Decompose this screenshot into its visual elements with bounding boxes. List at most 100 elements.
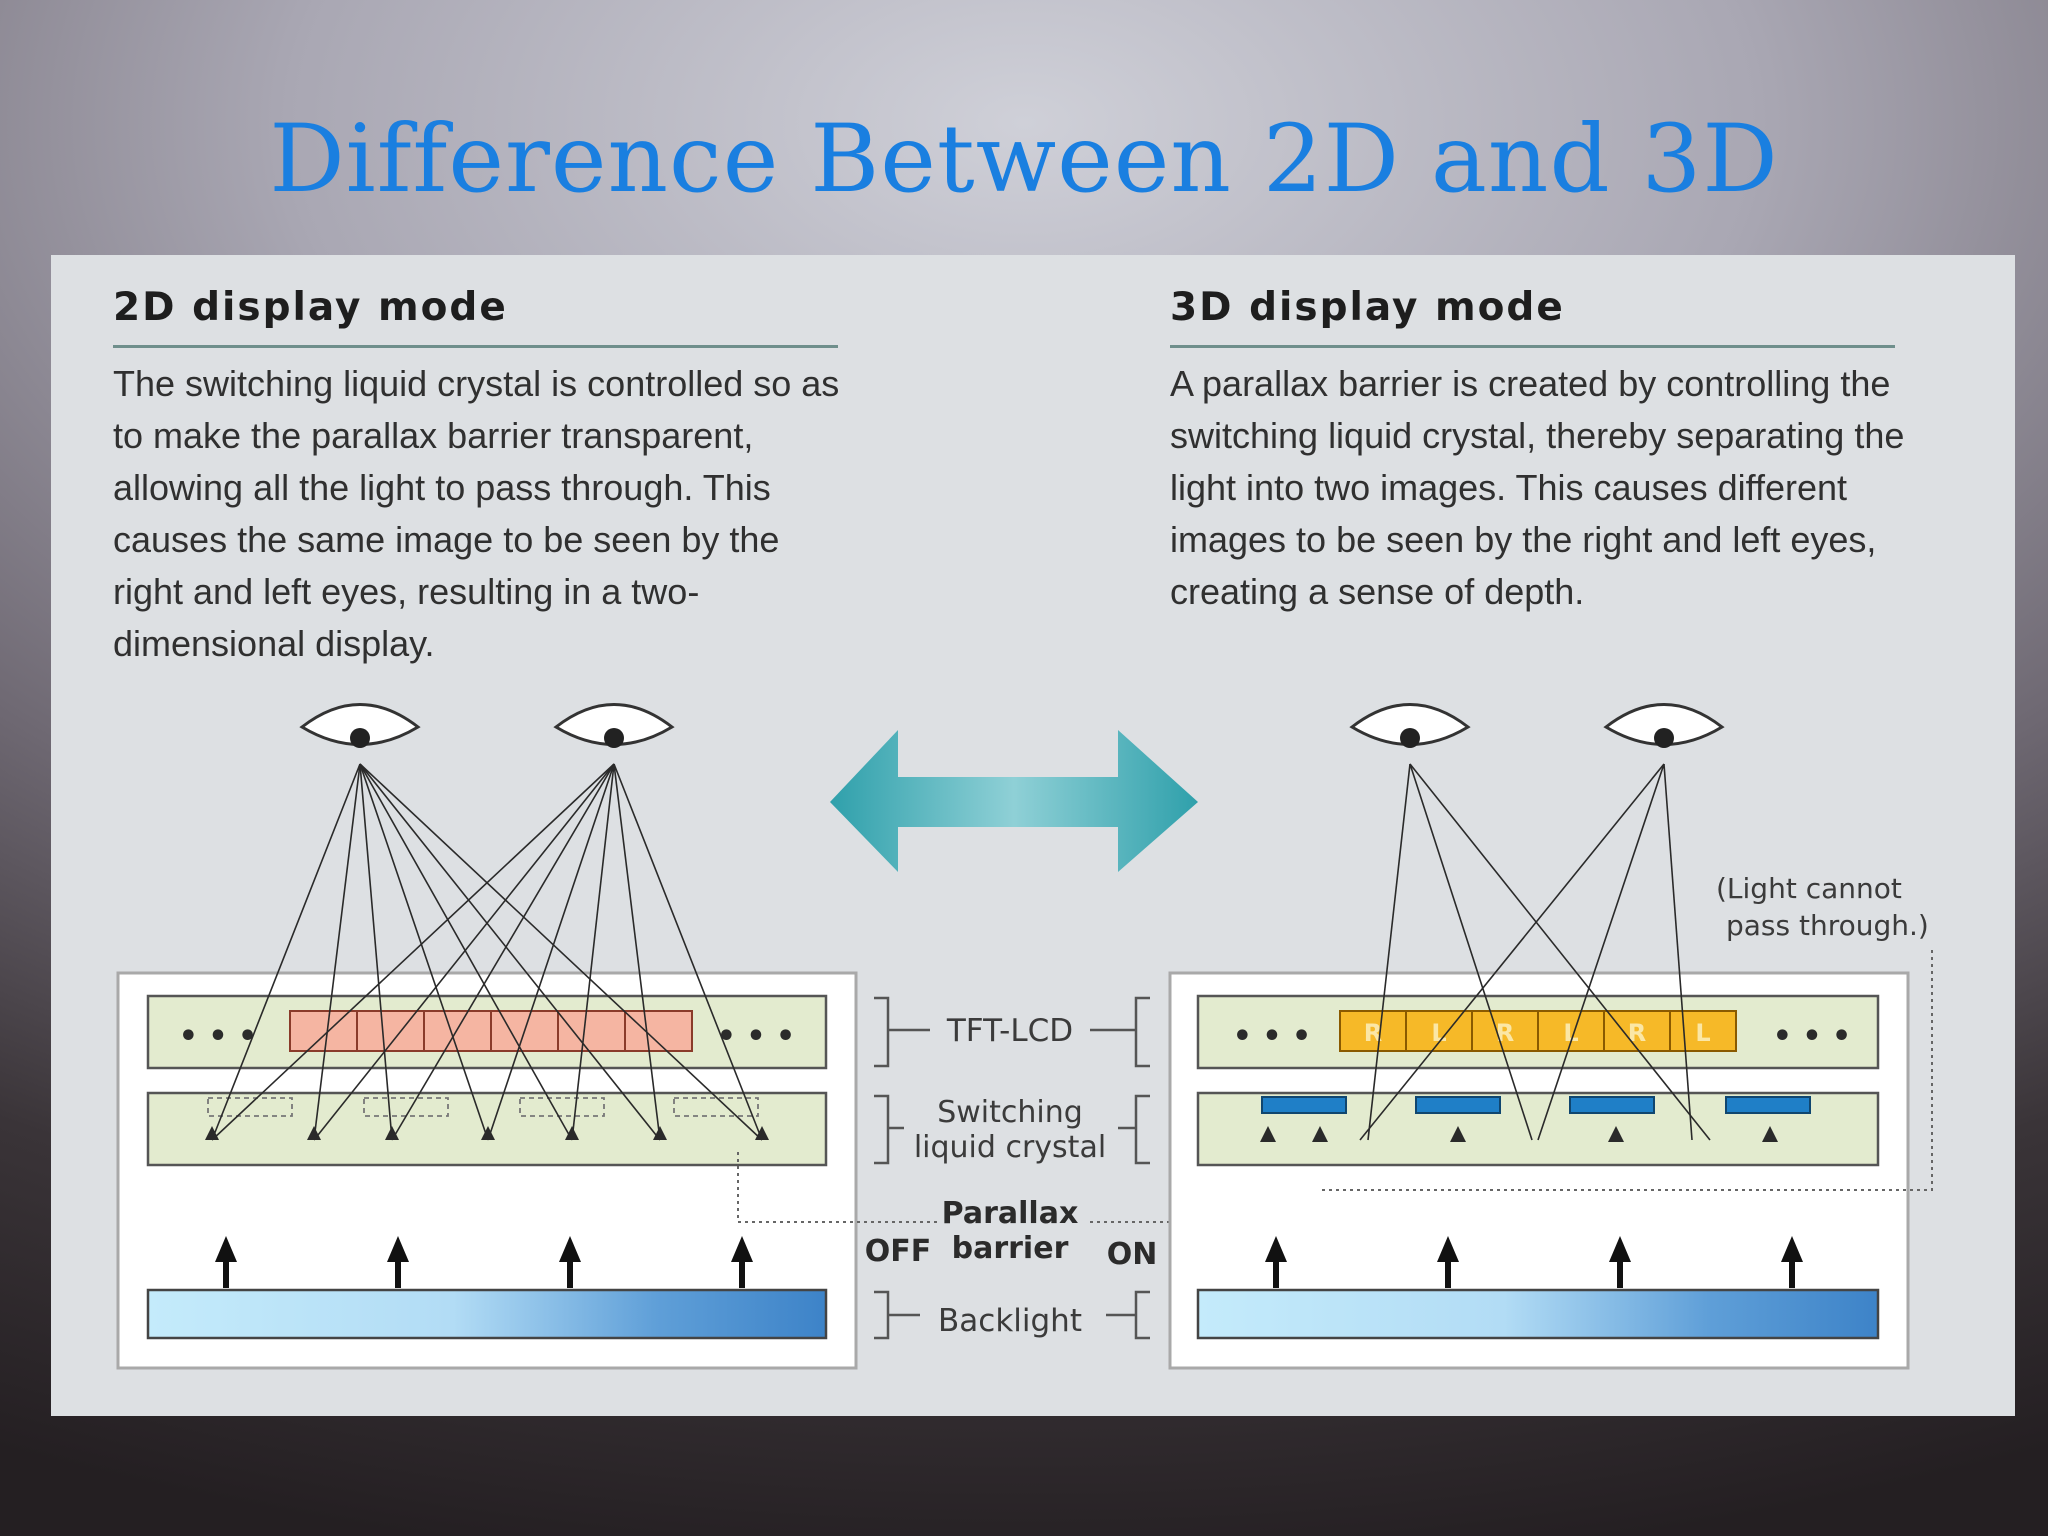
ray-arrow-icon (481, 1126, 495, 1140)
right-light-arrows (1265, 1236, 1803, 1288)
pixel-cell (1669, 1010, 1737, 1052)
tft-lcd-label: TFT-LCD (946, 1013, 1073, 1049)
light-ray (1409, 763, 1711, 1141)
switching-bracket-right (1118, 1094, 1150, 1165)
right-ellipsis-end: • • • (1773, 1019, 1851, 1054)
backlight-bracket-left (874, 1290, 920, 1340)
right-barrier-on-bars (1261, 1096, 1811, 1114)
right-light-rays (1260, 763, 1778, 1142)
left-mode-heading: 2D display mode (113, 285, 508, 330)
right-backlight (1196, 1288, 1880, 1340)
pixel-cell (1339, 1010, 1407, 1052)
light-ray (359, 763, 489, 1141)
right-ellipsis-start: • • • (1233, 1019, 1311, 1054)
light-ray (1663, 763, 1693, 1141)
light-ray (613, 763, 661, 1141)
pixel-cell (423, 1010, 492, 1052)
ray-arrow-icon (205, 1126, 219, 1140)
backlight-label: Backlight (938, 1303, 1082, 1339)
light-ray (1409, 763, 1533, 1141)
eye-icon (299, 703, 421, 746)
pixel-cell (557, 1010, 626, 1052)
double-arrow-icon (830, 730, 1198, 872)
right-mode-heading: 3D display mode (1170, 285, 1565, 330)
light-arrow-head-icon (215, 1236, 237, 1262)
light-ray (211, 763, 361, 1141)
left-light-arrows (215, 1236, 753, 1288)
slide-title: Difference Between 2D and 3D (269, 105, 1779, 214)
eye-icon (1349, 703, 1471, 746)
barrier-bar (1261, 1096, 1347, 1114)
light-arrow-head-icon (559, 1236, 581, 1262)
ray-arrow-icon (1762, 1126, 1778, 1142)
center-labels: TFT-LCD Switching liquid crystal Paralla… (737, 730, 1269, 1340)
barrier-bar (1415, 1096, 1501, 1114)
pixel-cell (624, 1010, 693, 1052)
barrier-off-label: OFF (865, 1234, 932, 1269)
barrier-bar (1725, 1096, 1811, 1114)
pixel-cell (289, 1010, 358, 1052)
ray-arrow-icon (1450, 1126, 1466, 1142)
switching-label-line2: liquid crystal (914, 1130, 1106, 1165)
ray-arrow-icon (1260, 1126, 1276, 1142)
light-ray (1367, 763, 1411, 1141)
right-eye-1 (1349, 703, 1471, 748)
switching-bracket-left (874, 1094, 904, 1165)
light-ray (359, 763, 661, 1141)
pixel-letter: L (1695, 1019, 1710, 1047)
barrier-outline (207, 1097, 293, 1117)
light-ray (613, 763, 763, 1141)
left-ellipsis-end: • • • (717, 1019, 795, 1054)
light-ray (211, 763, 615, 1141)
right-heading-rule (1170, 345, 1895, 348)
pixel-cell (1537, 1010, 1605, 1052)
ray-arrow-icon (385, 1126, 399, 1140)
pixel-letter: L (1563, 1019, 1578, 1047)
light-ray (571, 763, 615, 1141)
left-diagram: • • • • • • (116, 703, 858, 1370)
light-ray (359, 763, 573, 1141)
left-backlight (146, 1288, 828, 1340)
left-eye-2 (553, 703, 675, 748)
blocked-light-leader (1322, 948, 1933, 1191)
barrier-outline (673, 1097, 759, 1117)
eye-icon (1603, 703, 1725, 746)
light-arrow-head-icon (1437, 1236, 1459, 1262)
pupil-icon (1400, 728, 1420, 748)
left-eye-1 (299, 703, 421, 748)
ray-arrow-icon (565, 1126, 579, 1140)
pupil-icon (1654, 728, 1674, 748)
barrier-on-label: ON (1107, 1237, 1158, 1272)
light-arrow-head-icon (1265, 1236, 1287, 1262)
ray-arrow-icon (755, 1126, 769, 1140)
eye-icon (553, 703, 675, 746)
light-ray (313, 763, 361, 1141)
barrier-outline (519, 1097, 605, 1117)
light-ray (1537, 763, 1665, 1141)
switching-label-line1: Switching (937, 1095, 1083, 1130)
light-arrow-head-icon (1781, 1236, 1803, 1262)
pixel-letter: R (1364, 1019, 1382, 1047)
light-arrow-head-icon (731, 1236, 753, 1262)
tft-bracket-left (874, 996, 930, 1068)
light-ray (391, 763, 615, 1141)
parallax-label-line1: Parallax (942, 1196, 1079, 1231)
left-pixel-row (289, 1010, 693, 1052)
left-mode-description: The switching liquid crystal is controll… (113, 363, 840, 664)
tft-bracket-right (1090, 996, 1150, 1068)
ray-arrow-icon (653, 1126, 667, 1140)
ray-arrow-icon (1608, 1126, 1624, 1142)
pixel-letter: L (1431, 1019, 1446, 1047)
pixel-letter: R (1628, 1019, 1646, 1047)
light-ray (359, 763, 393, 1141)
backlight-bracket-right (1106, 1290, 1150, 1340)
pupil-icon (604, 728, 624, 748)
ray-arrow-icon (1312, 1126, 1328, 1142)
light-ray (487, 763, 615, 1141)
blocked-light-note-line2: pass through.) (1726, 909, 1929, 942)
ray-arrow-icon (307, 1126, 321, 1140)
right-mode-description: A parallax barrier is created by control… (1170, 363, 1905, 612)
